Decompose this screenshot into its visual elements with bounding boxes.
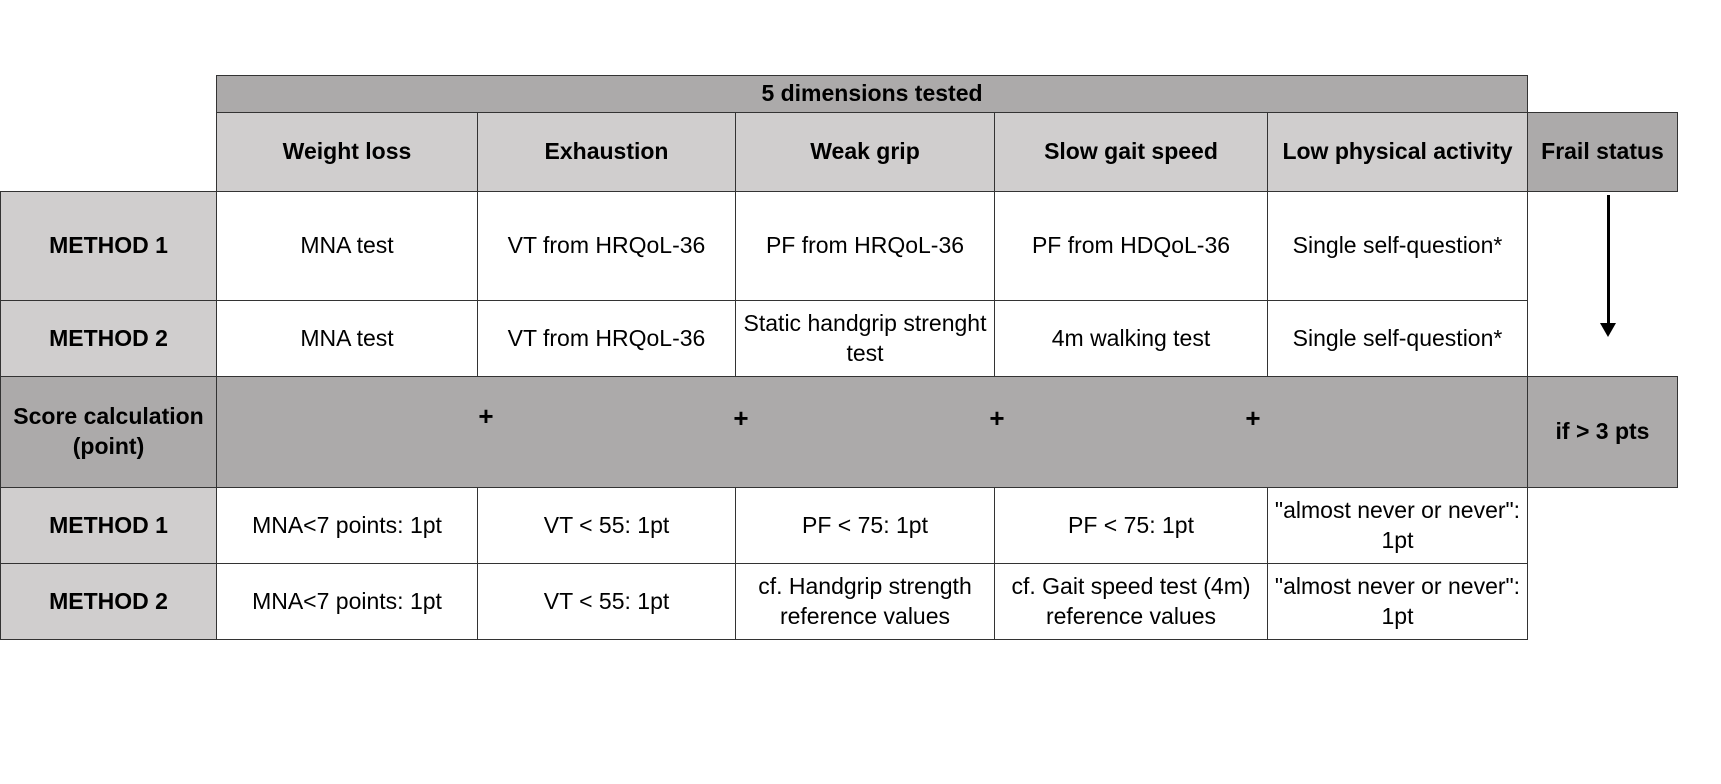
scoring-method-2-label: METHOD 2 [0, 563, 217, 640]
scoring-method-1-exhaustion: VT < 55: 1pt [477, 487, 736, 564]
arrow-head-icon [1600, 323, 1616, 337]
score-calculation-bar [216, 376, 1528, 488]
scoring-method-1-physical-activity: "almost never or never": 1pt [1267, 487, 1528, 564]
col-header-exhaustion: Exhaustion [477, 112, 736, 192]
down-arrow-icon [1607, 195, 1610, 325]
assessment-method-2-physical-activity: Single self-question* [1267, 300, 1528, 377]
assessment-method-1-physical-activity: Single self-question* [1267, 191, 1528, 301]
assessment-method-1-exhaustion: VT from HRQoL-36 [477, 191, 736, 301]
scoring-method-1-weight-loss: MNA<7 points: 1pt [216, 487, 478, 564]
assessment-method-2-weak-grip: Static handgrip strenght test [735, 300, 995, 377]
assessment-method-1-gait-speed: PF from HDQoL-36 [994, 191, 1268, 301]
assessment-method-1-label: METHOD 1 [0, 191, 217, 301]
assessment-method-2-exhaustion: VT from HRQoL-36 [477, 300, 736, 377]
plus-sign-2: + [733, 403, 749, 433]
col-header-slow-gait-speed: Slow gait speed [994, 112, 1268, 192]
scoring-method-2-exhaustion: VT < 55: 1pt [477, 563, 736, 640]
dimensions-banner: 5 dimensions tested [216, 75, 1528, 113]
scoring-method-1-gait-speed: PF < 75: 1pt [994, 487, 1268, 564]
assessment-method-1-weak-grip: PF from HRQoL-36 [735, 191, 995, 301]
col-header-weight-loss: Weight loss [216, 112, 478, 192]
col-header-weak-grip: Weak grip [735, 112, 995, 192]
plus-sign-1: + [478, 401, 494, 431]
scoring-method-2-weight-loss: MNA<7 points: 1pt [216, 563, 478, 640]
scoring-method-2-weak-grip: cf. Handgrip strength reference values [735, 563, 995, 640]
assessment-method-2-label: METHOD 2 [0, 300, 217, 377]
scoring-method-1-weak-grip: PF < 75: 1pt [735, 487, 995, 564]
assessment-method-1-weight-loss: MNA test [216, 191, 478, 301]
col-header-frail-status: Frail status [1527, 112, 1678, 192]
plus-sign-3: + [989, 403, 1005, 433]
scoring-method-1-label: METHOD 1 [0, 487, 217, 564]
score-calculation-label: Score calculation (point) [0, 376, 217, 488]
scoring-method-2-gait-speed: cf. Gait speed test (4m) reference value… [994, 563, 1268, 640]
assessment-method-2-weight-loss: MNA test [216, 300, 478, 377]
scoring-method-2-physical-activity: "almost never or never": 1pt [1267, 563, 1528, 640]
frail-threshold: if > 3 pts [1527, 376, 1678, 488]
col-header-low-physical-activity: Low physical activity [1267, 112, 1528, 192]
plus-sign-4: + [1245, 403, 1261, 433]
assessment-method-2-gait-speed: 4m walking test [994, 300, 1268, 377]
